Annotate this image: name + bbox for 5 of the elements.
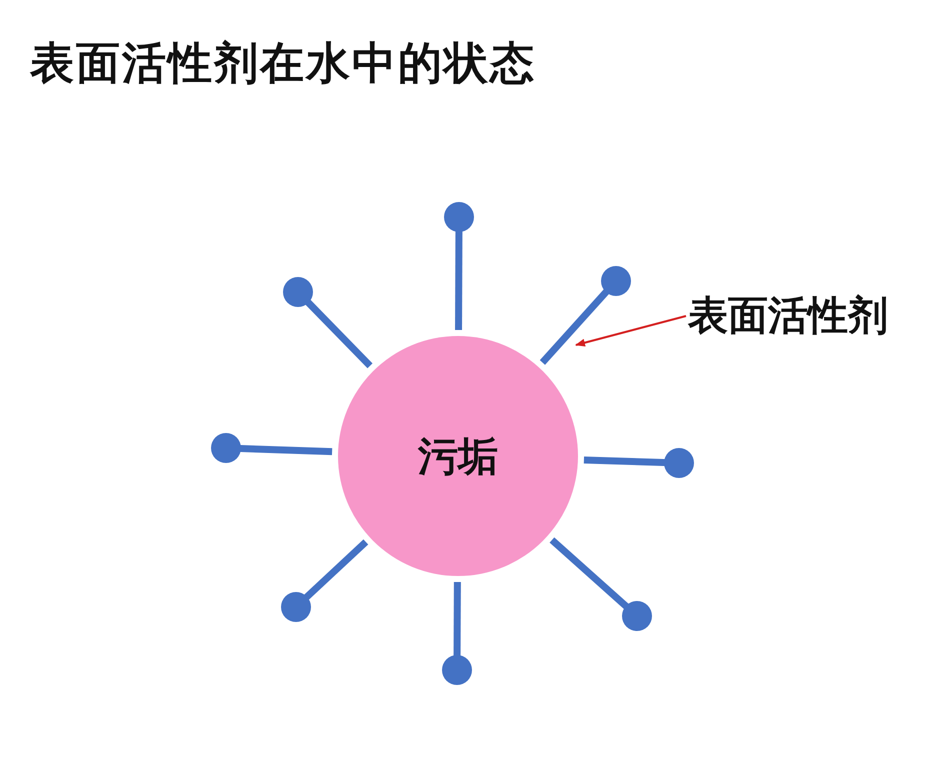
callout-label: 表面活性剂 — [688, 288, 888, 343]
diagram-title: 表面活性剂在水中的状态 — [30, 37, 536, 91]
particle-label: 污垢 — [418, 432, 498, 482]
leader-line — [575, 315, 686, 347]
surfactant-molecule-icon — [540, 266, 631, 365]
